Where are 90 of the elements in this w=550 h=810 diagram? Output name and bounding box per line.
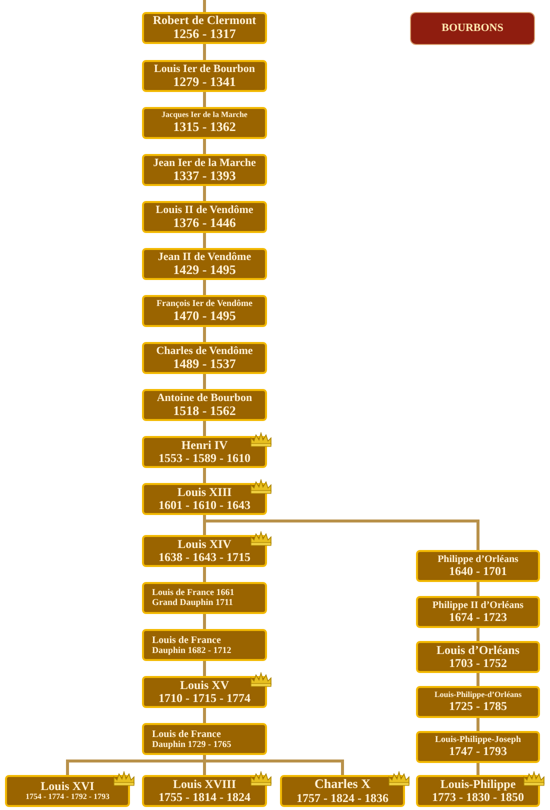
person-box bbox=[142, 295, 267, 327]
person-name: Louis XIV bbox=[178, 538, 232, 551]
person-dates: 1703 - 1752 bbox=[449, 657, 507, 670]
title-text: BOURBONS bbox=[442, 22, 504, 35]
person-dates: 1640 - 1701 bbox=[449, 564, 507, 578]
family-line bbox=[203, 567, 206, 582]
person-box bbox=[142, 201, 267, 233]
family-line bbox=[476, 628, 480, 641]
person-dates: 1376 - 1446 bbox=[173, 216, 236, 230]
person-name: Henri IV bbox=[181, 438, 228, 452]
person-name: Jean Ier de la Marche bbox=[153, 156, 256, 169]
family-line bbox=[476, 763, 480, 775]
person-name: Jacques Ier de la Marche bbox=[162, 111, 248, 120]
person-name: Louis-Philippe-Joseph bbox=[434, 735, 522, 746]
person-name: Louis XVI bbox=[40, 780, 94, 794]
person-dates: 1256 - 1317 bbox=[173, 27, 236, 42]
person-dates: 1601 - 1610 - 1643 bbox=[158, 499, 250, 512]
person-box bbox=[142, 12, 267, 44]
person-box bbox=[416, 641, 540, 673]
family-line bbox=[203, 708, 206, 723]
person-dates: 1773 - 1830 - 1850 bbox=[432, 791, 524, 804]
person-dates: 1315 - 1362 bbox=[173, 120, 236, 135]
person-box bbox=[416, 550, 540, 582]
person-box bbox=[142, 629, 267, 661]
family-line bbox=[203, 186, 206, 201]
person-name: Louis de France bbox=[152, 634, 221, 646]
family-line bbox=[203, 614, 206, 629]
person-dates: 1757 - 1824 - 1836 bbox=[296, 792, 388, 805]
family-line bbox=[203, 92, 206, 107]
family-line bbox=[476, 718, 480, 731]
person-box bbox=[142, 389, 267, 421]
person-dates: Dauphin 1682 - 1712 bbox=[152, 646, 232, 656]
person-box bbox=[142, 582, 267, 614]
title-badge bbox=[410, 12, 535, 45]
person-name: Charles de Vendôme bbox=[156, 344, 253, 357]
person-dates: 1279 - 1341 bbox=[173, 74, 236, 90]
family-line bbox=[203, 327, 206, 342]
person-dates: 1470 - 1495 bbox=[173, 308, 236, 324]
person-name: Louis-Philippe-d’Orléans bbox=[434, 691, 522, 700]
family-line bbox=[203, 0, 206, 12]
person-name: Philippe II d’Orléans bbox=[432, 600, 524, 611]
person-name: Louis-Philippe bbox=[440, 778, 516, 791]
family-line bbox=[203, 421, 206, 436]
person-dates: Grand Dauphin 1711 bbox=[152, 598, 234, 608]
family-line bbox=[203, 139, 206, 154]
person-name: Philippe d’Orléans bbox=[438, 554, 518, 565]
family-line bbox=[203, 233, 206, 248]
person-dates: 1755 - 1814 - 1824 bbox=[158, 791, 250, 804]
person-name: François Ier de Vendôme bbox=[156, 298, 253, 309]
person-dates: 1710 - 1715 - 1774 bbox=[158, 692, 250, 706]
person-box bbox=[142, 723, 267, 755]
person-dates: 1638 - 1643 - 1715 bbox=[158, 551, 250, 564]
family-line bbox=[203, 44, 206, 60]
person-name: Charles X bbox=[314, 777, 370, 792]
person-box bbox=[142, 107, 267, 139]
person-dates: 1747 - 1793 bbox=[449, 745, 507, 759]
family-line bbox=[476, 582, 480, 596]
family-line bbox=[203, 374, 206, 389]
person-name: Louis XVIII bbox=[172, 778, 236, 791]
person-name: Robert de Clermont bbox=[152, 14, 256, 28]
person-box bbox=[416, 686, 540, 718]
family-line bbox=[203, 280, 206, 295]
person-dates: 1429 - 1495 bbox=[173, 262, 236, 278]
family-line bbox=[203, 515, 480, 550]
person-name: Louis d’Orléans bbox=[436, 644, 520, 657]
person-box bbox=[142, 342, 267, 374]
person-dates: Dauphin 1729 - 1765 bbox=[152, 740, 232, 750]
person-dates: 1725 - 1785 bbox=[449, 700, 507, 713]
person-name: Louis de France 1661 bbox=[152, 588, 234, 598]
person-box bbox=[142, 248, 267, 280]
person-name: Louis Ier de Bourbon bbox=[154, 62, 255, 75]
family-line bbox=[476, 673, 480, 686]
family-line bbox=[203, 468, 206, 483]
person-name: Jean II de Vendôme bbox=[158, 250, 252, 263]
person-box bbox=[416, 596, 540, 628]
family-line bbox=[203, 661, 206, 676]
person-name: Louis XIII bbox=[177, 486, 232, 499]
person-dates: 1489 - 1537 bbox=[173, 356, 236, 372]
person-dates: 1754 - 1774 - 1792 - 1793 bbox=[26, 793, 110, 802]
person-name: Antoine de Bourbon bbox=[156, 392, 252, 404]
person-box bbox=[416, 731, 540, 763]
person-box bbox=[142, 154, 267, 186]
person-name: Louis XV bbox=[180, 678, 229, 692]
person-name: Louis de France bbox=[152, 728, 221, 740]
person-dates: 1553 - 1589 - 1610 bbox=[158, 452, 250, 466]
person-dates: 1518 - 1562 bbox=[173, 404, 236, 418]
person-dates: 1674 - 1723 bbox=[449, 610, 507, 624]
person-dates: 1337 - 1393 bbox=[173, 168, 236, 184]
person-name: Louis II de Vendôme bbox=[156, 204, 254, 216]
person-box bbox=[142, 60, 267, 92]
